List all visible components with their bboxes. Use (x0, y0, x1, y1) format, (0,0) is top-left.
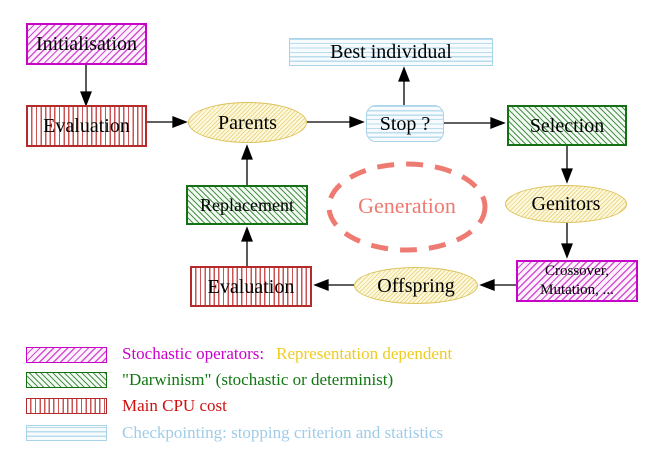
node-crossover-line2: Mutation, ... (540, 282, 614, 298)
node-genitors-label: Genitors (531, 193, 601, 215)
legend-label-stochastic: Stochastic operators: (122, 344, 265, 363)
node-best-individual: Best individual (289, 38, 493, 66)
arrowhead-eval-replacement (241, 226, 253, 242)
node-evaluation-top-label: Evaluation (43, 115, 130, 137)
legend-row-darwinism: "Darwinism" (stochastic or determinist) (122, 371, 393, 389)
node-replacement-label: Replacement (200, 195, 294, 215)
node-offspring: Offspring (354, 267, 478, 304)
node-evaluation-bottom-label: Evaluation (207, 275, 295, 298)
arrowhead-stop-best (398, 66, 410, 82)
node-best-individual-label: Best individual (330, 41, 452, 63)
node-crossover-line1: Crossover, (545, 262, 609, 279)
node-initialisation-label: Initialisation (35, 33, 138, 55)
legend-swatch-checkpointing (26, 425, 107, 441)
arrowhead-init-eval (80, 91, 92, 107)
arrowhead-replacement-parents (241, 144, 253, 160)
arrowhead-genitors-crossover (561, 243, 573, 259)
node-initialisation: Initialisation (26, 23, 147, 65)
node-parents-label: Parents (218, 111, 277, 134)
node-generation-label: Generation (358, 193, 456, 218)
arrowhead-parents-stop (349, 116, 365, 128)
legend-swatch-cpu (26, 398, 107, 414)
node-evaluation-bottom: Evaluation (190, 266, 312, 307)
legend-row-stochastic: Stochastic operators: Representation depe… (122, 345, 452, 363)
node-crossover-mutation: Crossover, Mutation, ... (516, 260, 638, 302)
node-selection-label: Selection (529, 114, 605, 137)
arrowhead-crossover-offspring (479, 279, 495, 291)
legend-label-checkpointing: Checkpointing: stopping criterion and st… (122, 423, 444, 442)
node-genitors: Genitors (505, 185, 627, 223)
legend-label-darwinism: "Darwinism" (stochastic or determinist) (122, 370, 394, 389)
legend-label-cpu: Main CPU cost (122, 396, 227, 415)
node-stop-label: Stop ? (379, 112, 431, 135)
arrowhead-selection-genitors (561, 168, 573, 184)
legend-row-checkpointing: Checkpointing: stopping criterion and st… (122, 424, 443, 442)
legend-row-cpu: Main CPU cost (122, 397, 227, 415)
arrowhead-stop-selection (490, 117, 506, 129)
node-replacement: Replacement (186, 185, 308, 225)
node-selection: Selection (507, 105, 627, 146)
node-parents: Parents (188, 102, 307, 143)
legend-label-representation: Representation dependent (276, 344, 453, 363)
node-stop: Stop ? (366, 105, 444, 142)
arrowhead-eval-parents (172, 116, 188, 128)
node-evaluation-top: Evaluation (26, 105, 147, 147)
arrowhead-offspring-eval (313, 279, 329, 291)
legend-swatch-darwinism (26, 372, 107, 388)
legend-swatch-stochastic (26, 347, 107, 363)
node-offspring-label: Offspring (377, 274, 455, 297)
